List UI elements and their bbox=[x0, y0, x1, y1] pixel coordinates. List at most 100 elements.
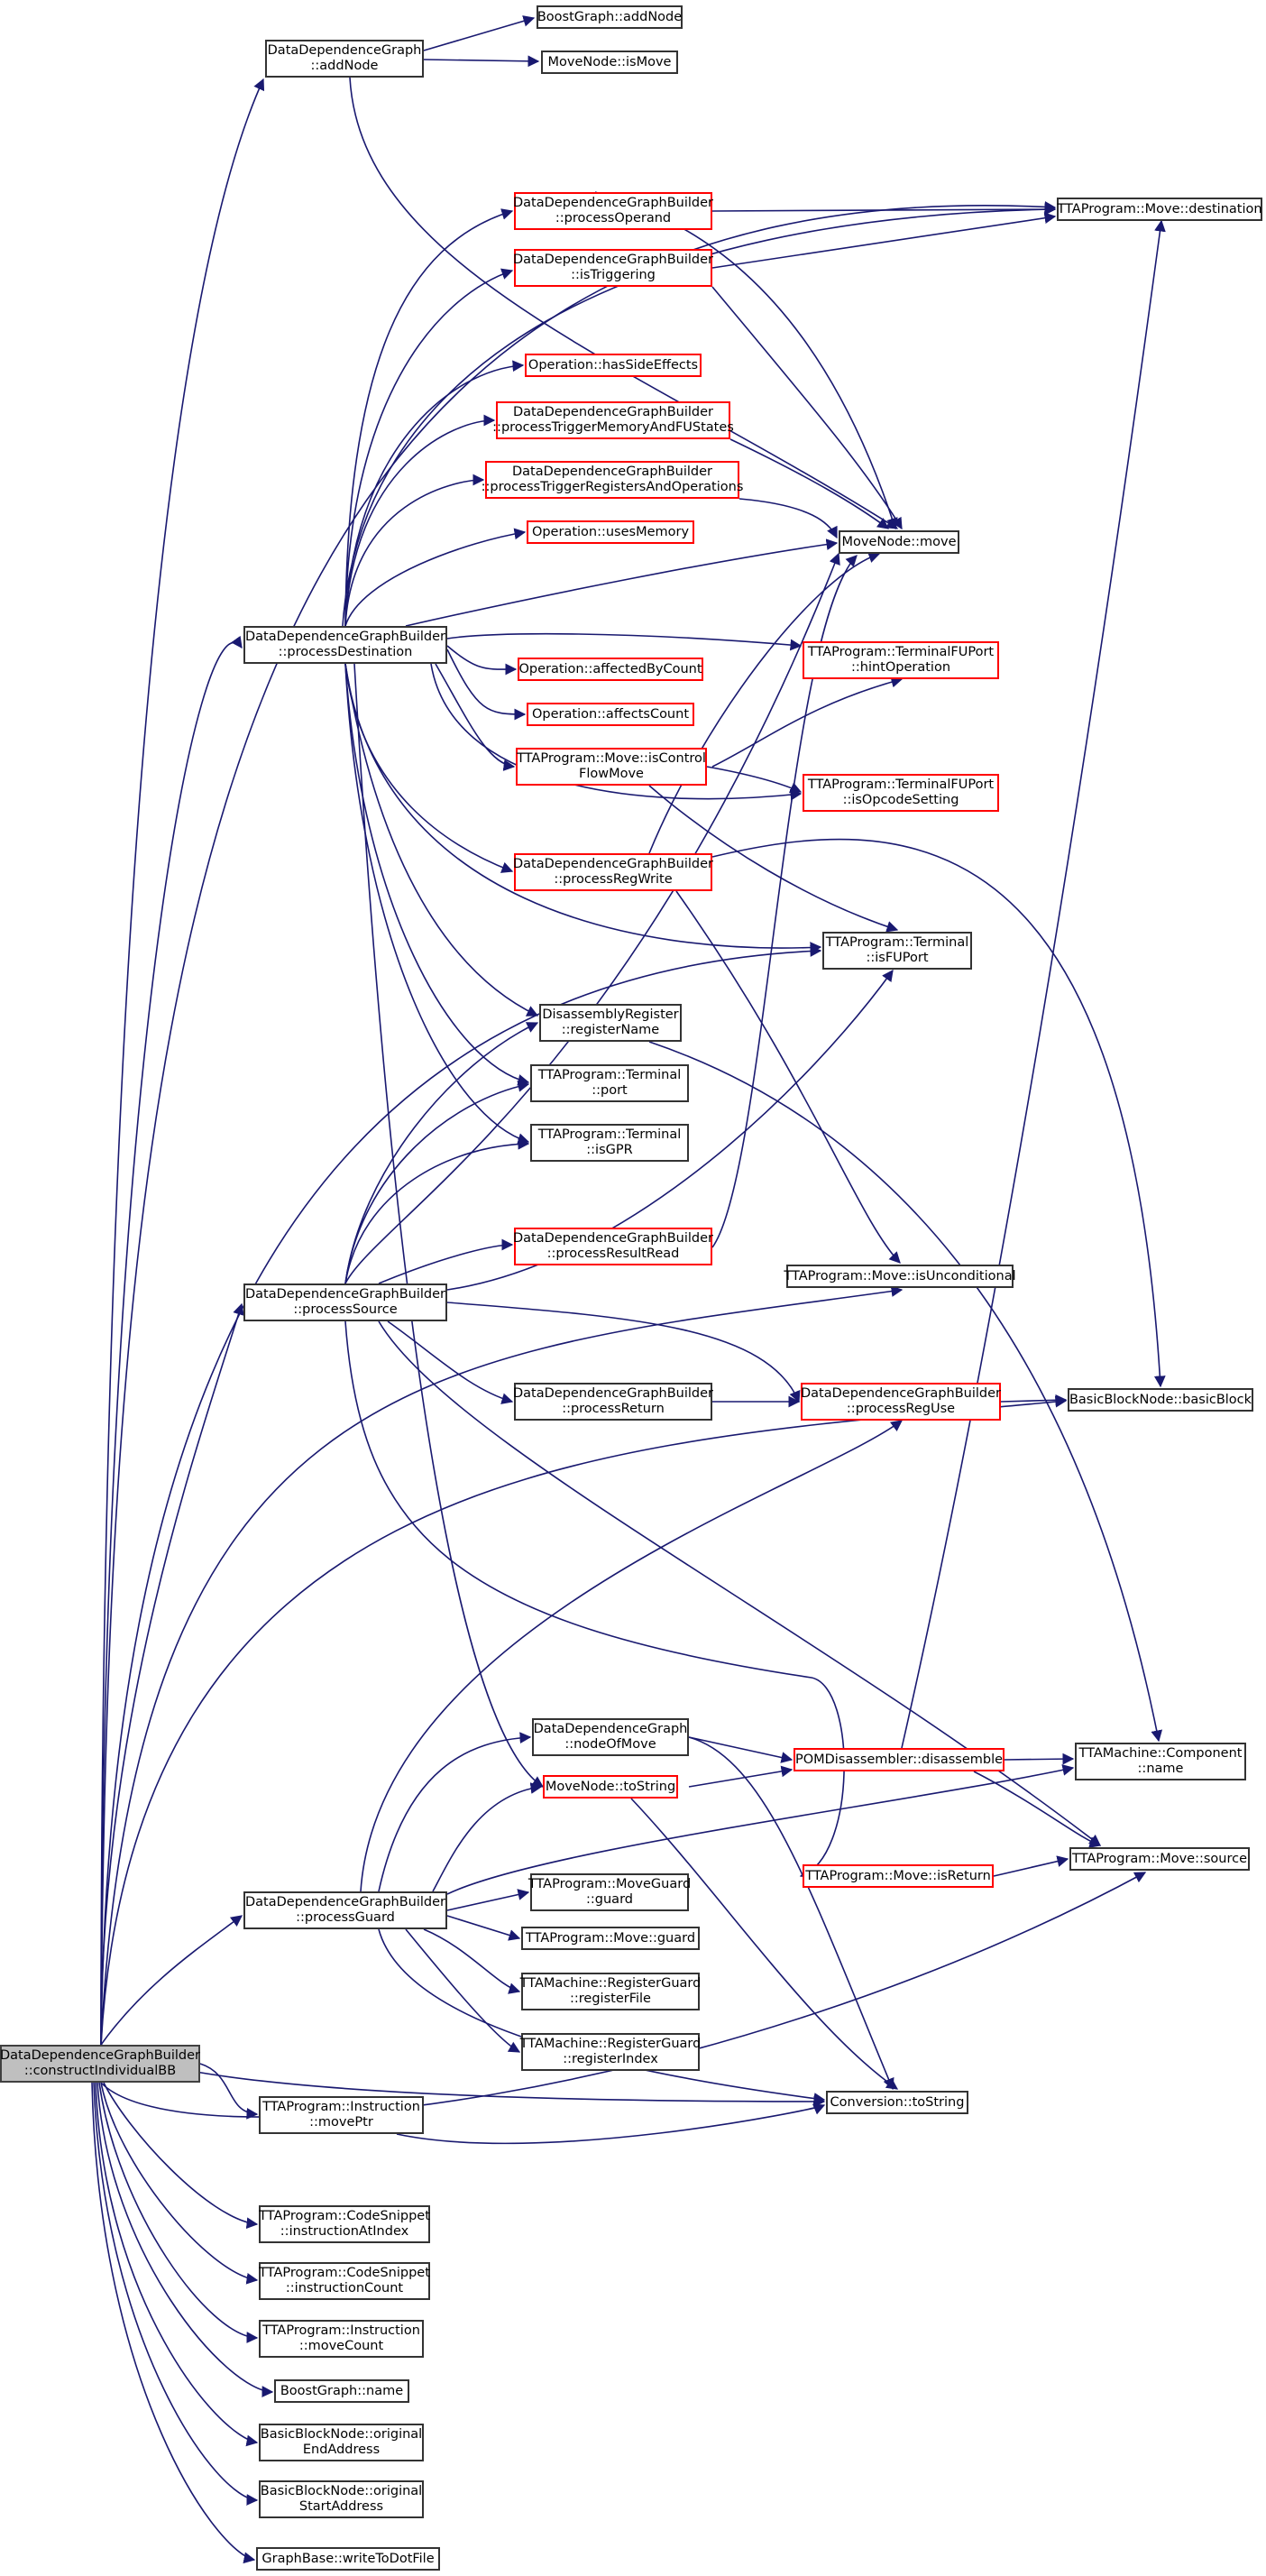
node-line: Operation::affectedByCount bbox=[518, 661, 702, 676]
node-line: BoostGraph::addNode bbox=[537, 9, 683, 24]
node-move-source[interactable]: TTAProgram::Move::source bbox=[1069, 1847, 1250, 1871]
call-edge bbox=[100, 78, 265, 2046]
call-edge bbox=[423, 15, 536, 51]
node-ddg-addNode[interactable]: DataDependenceGraph ::addNode bbox=[265, 40, 424, 78]
node-processRegWrite[interactable]: DataDependenceGraphBuilder ::processRegW… bbox=[513, 853, 713, 891]
node-mn-toString[interactable]: MoveNode::toString bbox=[543, 1775, 678, 1799]
call-edge bbox=[344, 528, 527, 627]
node-movePtr[interactable]: TTAProgram::Instruction ::movePtr bbox=[259, 2096, 424, 2134]
node-line: DataDependenceGraphBuilder bbox=[245, 1895, 445, 1909]
node-conv-toString[interactable]: Conversion::toString bbox=[826, 2091, 968, 2114]
call-edge bbox=[711, 212, 1057, 269]
node-writeToDotFile[interactable]: GraphBase::writeToDotFile bbox=[256, 2547, 440, 2571]
node-registerIndex[interactable]: TTAMachine::RegisterGuard ::registerInde… bbox=[520, 2033, 701, 2071]
node-line: GraphBase::writeToDotFile bbox=[261, 2551, 435, 2566]
node-line: DataDependenceGraph bbox=[533, 1722, 688, 1736]
node-line: DataDependenceGraphBuilder bbox=[245, 630, 445, 644]
node-processRegUse[interactable]: DataDependenceGraphBuilder ::processRegU… bbox=[801, 1383, 1001, 1421]
call-edge bbox=[446, 645, 518, 676]
node-mn-move[interactable]: MoveNode::move bbox=[839, 530, 959, 554]
node-root-constructIndividualBB[interactable]: DataDependenceGraphBuilder ::constructIn… bbox=[0, 2045, 200, 2083]
node-isReturn[interactable]: TTAProgram::Move::isReturn bbox=[803, 1864, 994, 1888]
call-edge bbox=[378, 1238, 514, 1284]
node-usesMemory[interactable]: Operation::usesMemory bbox=[527, 520, 694, 544]
node-affectedByCount[interactable]: Operation::affectedByCount bbox=[518, 658, 703, 681]
node-line: ::port bbox=[592, 1083, 628, 1098]
node-isOpcodeSetting[interactable]: TTAProgram::TerminalFUPort ::isOpcodeSet… bbox=[803, 774, 999, 812]
node-processOperand[interactable]: DataDependenceGraphBuilder ::processOper… bbox=[513, 192, 713, 230]
node-line: TTAProgram::Terminal bbox=[537, 1068, 682, 1082]
call-edge bbox=[344, 663, 822, 953]
node-hasSideEffects[interactable]: Operation::hasSideEffects bbox=[525, 354, 702, 377]
call-edge bbox=[688, 1736, 794, 1763]
node-instructionCount[interactable]: TTAProgram::CodeSnippet ::instructionCou… bbox=[259, 2262, 430, 2300]
call-edge bbox=[446, 1764, 1075, 1895]
call-edge bbox=[423, 55, 540, 68]
call-edge bbox=[446, 969, 894, 1291]
node-isGPR[interactable]: TTAProgram::Terminal ::isGPR bbox=[530, 1124, 689, 1162]
node-line: DataDependenceGraphBuilder bbox=[512, 465, 712, 479]
call-edge bbox=[344, 1137, 530, 1284]
node-move-guard[interactable]: TTAProgram::Move::guard bbox=[521, 1927, 700, 1950]
node-registerFile[interactable]: TTAMachine::RegisterGuard ::registerFile bbox=[520, 1973, 701, 2010]
node-registerName[interactable]: DisassemblyRegister ::registerName bbox=[539, 1004, 682, 1042]
call-edge bbox=[423, 1928, 521, 1994]
node-line: TTAProgram::MoveGuard bbox=[528, 1877, 692, 1891]
node-processReturn[interactable]: DataDependenceGraphBuilder ::processRetu… bbox=[513, 1383, 713, 1421]
call-edge bbox=[648, 785, 899, 933]
call-edge bbox=[688, 1736, 894, 2091]
node-terminal-port[interactable]: TTAProgram::Terminal ::port bbox=[530, 1064, 689, 1102]
node-line: ::movePtr bbox=[309, 2115, 373, 2130]
node-line: FlowMove bbox=[579, 767, 644, 781]
node-line: DataDependenceGraphBuilder bbox=[245, 1287, 445, 1302]
node-line: ::processDestination bbox=[278, 645, 413, 659]
node-affectsCount[interactable]: Operation::affectsCount bbox=[527, 703, 694, 726]
node-component-name[interactable]: TTAMachine::Component ::name bbox=[1075, 1743, 1246, 1780]
node-originalEndAddress[interactable]: BasicBlockNode::original EndAddress bbox=[259, 2424, 424, 2461]
node-line: BasicBlockNode::original bbox=[260, 2427, 423, 2442]
node-disassemble[interactable]: POMDisassembler::disassemble bbox=[794, 1748, 1005, 1771]
node-line: TTAProgram::Instruction bbox=[262, 2100, 420, 2114]
node-processDestination[interactable]: DataDependenceGraphBuilder ::processDest… bbox=[243, 626, 447, 664]
call-edge bbox=[1004, 1753, 1075, 1765]
node-mn-isMove[interactable]: MoveNode::isMove bbox=[541, 51, 678, 74]
node-bg-addNode[interactable]: BoostGraph::addNode bbox=[537, 5, 683, 29]
node-move-destination[interactable]: TTAProgram::Move::destination bbox=[1057, 198, 1262, 221]
node-line: DataDependenceGraphBuilder bbox=[513, 1386, 713, 1401]
node-processResultRead[interactable]: DataDependenceGraphBuilder ::processResu… bbox=[513, 1228, 713, 1265]
call-edge bbox=[738, 498, 838, 539]
node-isUnconditional[interactable]: TTAProgram::Move::isUnconditional bbox=[784, 1265, 1016, 1288]
node-processSource[interactable]: DataDependenceGraphBuilder ::processSour… bbox=[243, 1283, 447, 1321]
call-edge bbox=[349, 77, 899, 529]
call-edge bbox=[199, 2063, 259, 2120]
node-moveCount[interactable]: TTAProgram::Instruction ::moveCount bbox=[259, 2320, 424, 2358]
node-isFUPort[interactable]: TTAProgram::Terminal ::isFUPort bbox=[822, 932, 972, 970]
call-edge bbox=[344, 474, 485, 627]
node-line: ::processOperand bbox=[555, 211, 672, 225]
node-line: ::processReturn bbox=[562, 1402, 665, 1416]
node-nodeOfMove[interactable]: DataDependenceGraph ::nodeOfMove bbox=[532, 1718, 689, 1756]
node-basicBlock[interactable]: BasicBlockNode::basicBlock bbox=[1068, 1388, 1253, 1412]
node-processGuard[interactable]: DataDependenceGraphBuilder ::processGuar… bbox=[243, 1891, 447, 1929]
node-moveguard-guard[interactable]: TTAProgram::MoveGuard ::guard bbox=[528, 1873, 692, 1911]
call-edge bbox=[100, 1872, 1147, 2118]
node-processTriggerMemory[interactable]: DataDependenceGraphBuilder ::processTrig… bbox=[492, 401, 734, 439]
call-edge bbox=[344, 663, 539, 1017]
node-line: ::registerIndex bbox=[563, 2052, 658, 2066]
node-bg-name[interactable]: BoostGraph::name bbox=[274, 2379, 409, 2403]
call-edge bbox=[446, 1915, 521, 1941]
node-processTriggerRegisters[interactable]: DataDependenceGraphBuilder ::processTrig… bbox=[482, 461, 743, 499]
node-originalStartAddress[interactable]: BasicBlockNode::original StartAddress bbox=[259, 2480, 424, 2518]
call-edge bbox=[100, 1915, 243, 2046]
call-edge bbox=[396, 2103, 826, 2145]
node-isTriggering[interactable]: DataDependenceGraphBuilder ::isTriggerin… bbox=[513, 249, 713, 287]
node-line: DataDependenceGraphBuilder bbox=[513, 253, 713, 267]
node-instructionAtIndex[interactable]: TTAProgram::CodeSnippet ::instructionAtI… bbox=[259, 2205, 430, 2243]
node-line: EndAddress bbox=[302, 2443, 381, 2457]
call-edge bbox=[360, 1420, 904, 1892]
node-line: ::nodeOfMove bbox=[564, 1737, 656, 1752]
node-isControlFlowMove[interactable]: TTAProgram::Move::isControl FlowMove bbox=[516, 748, 707, 786]
node-hintOperation[interactable]: TTAProgram::TerminalFUPort ::hintOperati… bbox=[803, 641, 999, 679]
